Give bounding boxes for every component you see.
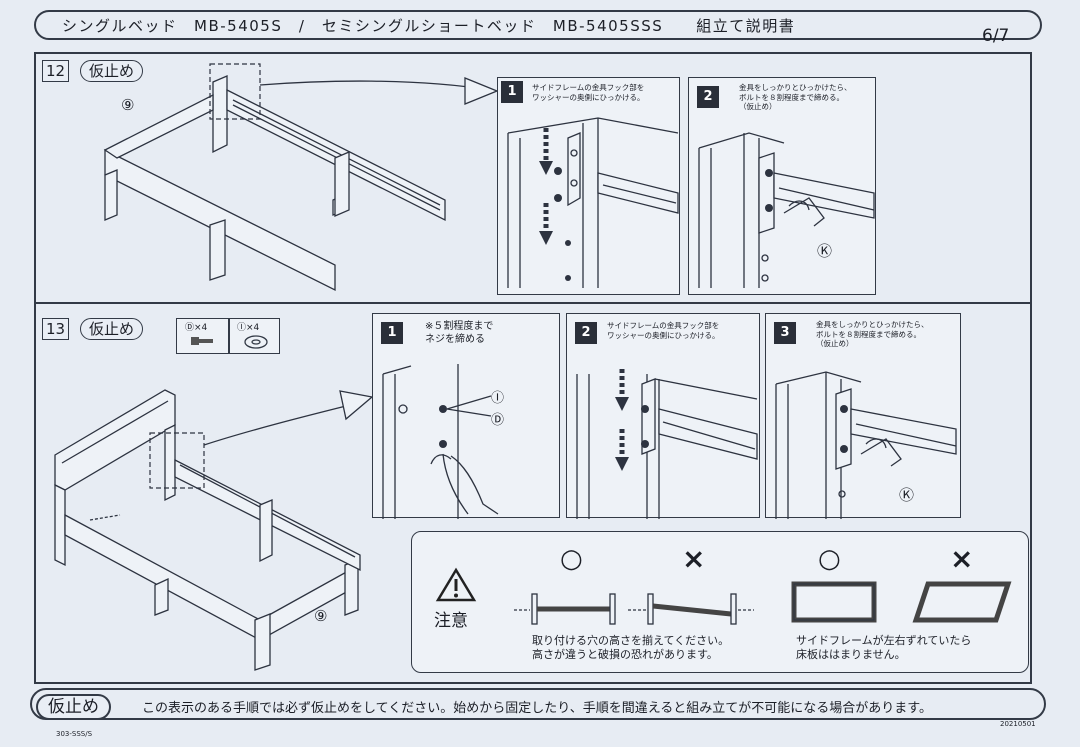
level-rail-wrong-illustration — [628, 593, 754, 625]
step-12-panel-2-bolt-illustration — [698, 132, 875, 288]
step-12-panel-1-hook-illustration — [507, 117, 679, 288]
step-13-panel-3-text: 金具をしっかりとひっかけたら、 ボルトを８割程度まで締める。 （仮止め） — [816, 320, 929, 348]
document-title: シングルベッド MB-5405S / セミシングルショートベッド MB-5405… — [62, 17, 796, 35]
step-13-panel-1: 1 ※５割程度まで ネジを締める Ⓘ Ⓓ — [372, 313, 560, 519]
warning-triangle-icon — [435, 567, 477, 602]
step-12-bed-frame-illustration — [103, 63, 499, 292]
bolt-d-icon — [191, 337, 213, 345]
side-frame-correct-illustration — [791, 581, 877, 623]
parts-box-divider — [228, 319, 230, 353]
step-13-panel-2: 2 サイドフレームの金具フック部を ワッシャーの奥側にひっかける。 — [566, 313, 760, 519]
ng-symbol-2: × — [950, 542, 974, 575]
step-12-karidome-tag: 仮止め — [80, 60, 144, 82]
step-13-panel-3: 3 金具をしっかりとひっかけたら、 ボルトを８割程度まで締める。 （仮止め） Ⓚ — [765, 313, 961, 519]
step-12-panel-2-number: 2 — [697, 86, 719, 108]
content-frame — [34, 52, 1032, 684]
caution-box: 注意 ○ × ○ × 取り付ける穴の高さを揃えてください。 高さが違うと破損の恐… — [411, 531, 1029, 673]
bolt-d-label: Ⓓ — [491, 413, 505, 428]
step-13-panel-3-number: 3 — [774, 322, 796, 344]
step-12-panel-1-number: 1 — [501, 81, 523, 103]
level-rail-correct-illustration — [514, 593, 616, 625]
footer-karidome-tag: 仮止め — [36, 694, 111, 720]
ng-symbol-1: × — [682, 542, 706, 575]
caution-text-side-frame: サイドフレームが左右ずれていたら 床板ははまりません。 — [796, 634, 972, 661]
washer-i-icon — [244, 335, 268, 349]
step-12-panel-2: 2 金具をしっかりとひっかけたら、 ボルトを８割程度まで締める。 （仮止め） Ⓚ — [688, 77, 876, 295]
step-13-panel-2-number: 2 — [575, 322, 597, 344]
washer-i-label: Ⓘ — [491, 391, 505, 406]
step-13-panel-2-text: サイドフレームの金具フック部を ワッシャーの奥側にひっかける。 — [607, 321, 720, 340]
step-12-tool-k-label: Ⓚ — [817, 242, 833, 260]
side-frame-wrong-illustration — [912, 581, 1012, 623]
step-divider — [34, 302, 1032, 304]
step-13-panel-1-text: ※５割程度まで ネジを締める — [425, 321, 494, 345]
footer-frame — [30, 688, 1046, 720]
ok-symbol-1: ○ — [560, 544, 583, 574]
ok-symbol-2: ○ — [818, 544, 841, 574]
step-13-part-9-label: ⑨ — [314, 607, 328, 625]
step-13-panel-2-hook-illustration — [576, 369, 758, 519]
header-frame — [34, 10, 1042, 40]
step-12-panel-1-text: サイドフレームの金具フック部を ワッシャーの奥側にひっかける。 — [532, 83, 645, 102]
footer-code-left: 303-SSS/S — [56, 730, 93, 738]
step-13-karidome-tag: 仮止め — [80, 318, 144, 340]
footer-code-right: 20210501 — [1000, 720, 1036, 728]
caution-label: 注意 — [434, 611, 468, 631]
step-13-panel-3-bolt-illustration — [775, 371, 957, 519]
step-13-bed-frame-illustration — [54, 389, 374, 671]
step-12-panel-1: 1 サイドフレームの金具フック部を ワッシャーの奥側にひっかける。 — [497, 77, 680, 295]
step-12-part-9-label: ⑨ — [121, 96, 135, 114]
step-13-number: 13 — [42, 318, 70, 340]
part-i-count: Ⓘ×4 — [237, 323, 260, 333]
step-12-number: 12 — [42, 60, 70, 82]
step-13-tool-k-label: Ⓚ — [899, 486, 915, 504]
part-d-count: Ⓓ×4 — [185, 323, 208, 333]
page-number: 6/7 — [982, 26, 1010, 46]
step-12-panel-2-text: 金具をしっかりとひっかけたら、 ボルトを８割程度まで締める。 （仮止め） — [739, 83, 852, 111]
step-13-parts-box: Ⓓ×4 Ⓘ×4 — [176, 318, 280, 354]
step-13-panel-1-number: 1 — [381, 322, 403, 344]
caution-text-height: 取り付ける穴の高さを揃えてください。 高さが違うと破損の恐れがあります。 — [532, 634, 730, 661]
step-13-panel-1-screw-illustration — [382, 364, 499, 519]
footer-notice: この表示のある手順では必ず仮止めをしてください。始めから固定したり、手順を間違え… — [142, 701, 933, 716]
